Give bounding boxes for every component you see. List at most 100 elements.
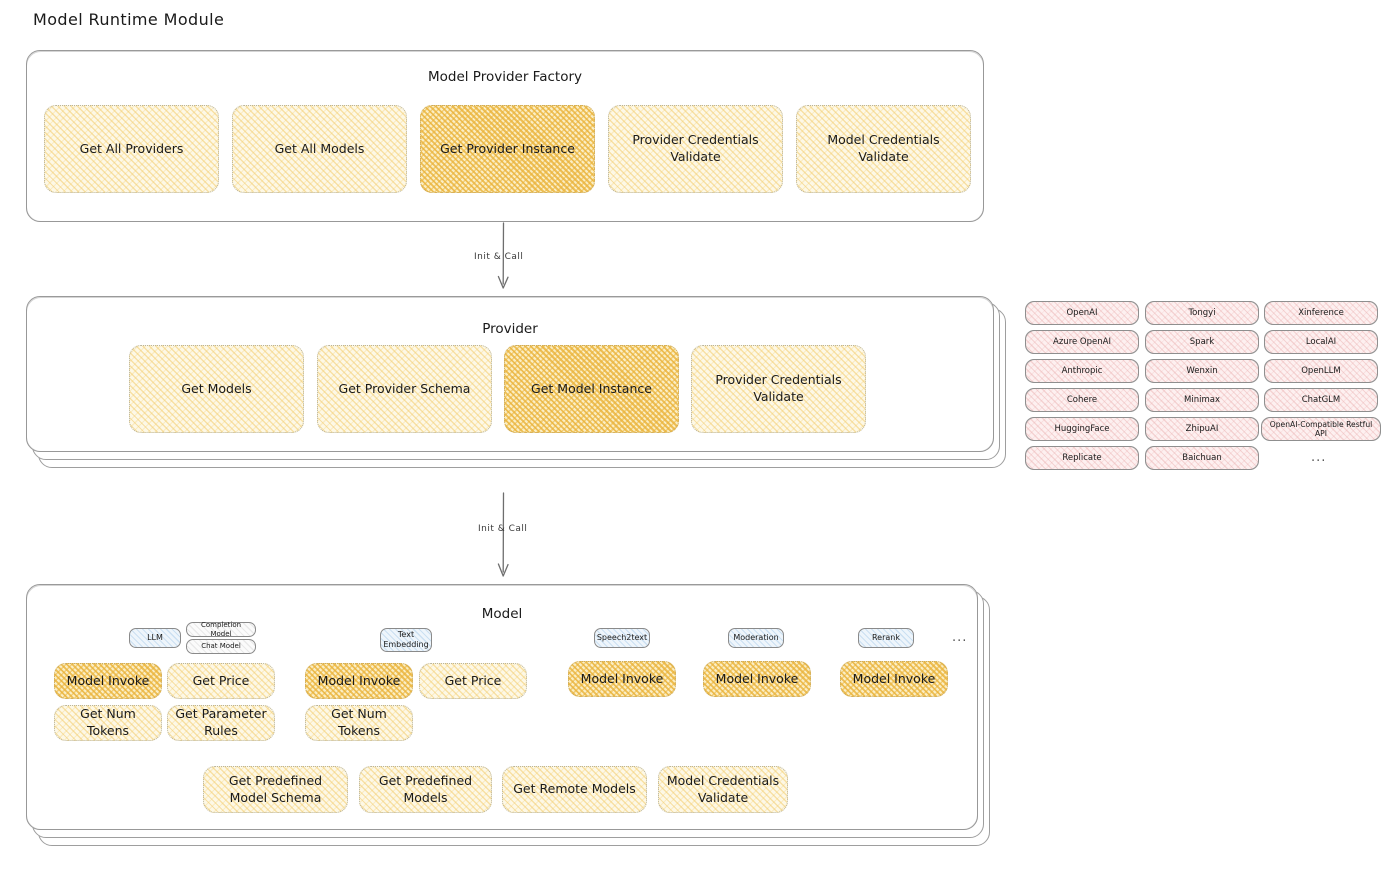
provider-pill-label: Cohere xyxy=(1066,395,1098,405)
provider-pill-label: Minimax xyxy=(1184,395,1220,405)
provider-pill-label: Spark xyxy=(1189,337,1215,347)
provider-pill-azure-openai[interactable]: Azure OpenAI xyxy=(1025,330,1139,354)
factory-method-get-provider-instance[interactable]: Get Provider Instance xyxy=(420,105,595,193)
provider-pill-openllm[interactable]: OpenLLM xyxy=(1264,359,1378,383)
model-common-method-model-credentials-validate[interactable]: Model Credentials Validate xyxy=(658,766,788,813)
model-provider-factory-title: Model Provider Factory xyxy=(427,69,582,85)
model-type-tag-text-embedding[interactable]: Text Embedding xyxy=(380,628,432,652)
arrow-provider-to-model xyxy=(470,492,540,584)
factory-method-get-all-models[interactable]: Get All Models xyxy=(232,105,407,193)
provider-method-label: Provider Credentials Validate xyxy=(715,372,842,404)
speech2text-method-model-invoke[interactable]: Model Invoke xyxy=(568,661,676,697)
speech2text-method-label: Model Invoke xyxy=(580,670,664,686)
provider-method-label: Get Models xyxy=(181,380,252,396)
factory-method-label: Model Credentials Validate xyxy=(827,132,940,164)
model-type-tag-rerank[interactable]: Rerank xyxy=(858,628,914,648)
moderation-method-label: Model Invoke xyxy=(715,670,799,686)
llm-method-get-parameter-rules[interactable]: Get Parameter Rules xyxy=(167,705,275,741)
arrow-provider-to-model-label: Init & Call xyxy=(478,524,528,534)
provider-pill-minimax[interactable]: Minimax xyxy=(1145,388,1259,412)
provider-method-label: Get Provider Schema xyxy=(338,380,471,396)
provider-pill-label: OpenLLM xyxy=(1301,366,1341,376)
provider-pill-openai[interactable]: OpenAI xyxy=(1025,301,1139,325)
provider-pill-label: Anthropic xyxy=(1061,366,1103,376)
provider-pill-label: Wenxin xyxy=(1186,366,1218,376)
text-embedding-method-model-invoke[interactable]: Model Invoke xyxy=(305,663,413,699)
provider-pill-huggingface[interactable]: HuggingFace xyxy=(1025,417,1139,441)
text-embedding-method-get-num-tokens[interactable]: Get Num Tokens xyxy=(305,705,413,741)
provider-method-get-models[interactable]: Get Models xyxy=(129,345,304,433)
model-common-method-get-remote-models[interactable]: Get Remote Models xyxy=(502,766,647,813)
model-type-tag-speech2text[interactable]: Speech2text xyxy=(594,628,650,648)
model-type-label: Moderation xyxy=(733,633,779,643)
provider-pill-label: Xinference xyxy=(1298,308,1344,318)
factory-method-label: Provider Credentials Validate xyxy=(632,132,759,164)
provider-pill-tongyi[interactable]: Tongyi xyxy=(1145,301,1259,325)
provider-pill-label: Azure OpenAI xyxy=(1053,337,1111,347)
provider-pill-label: Baichuan xyxy=(1182,453,1222,463)
llm-method-label: Get Price xyxy=(192,672,250,688)
model-title: Model xyxy=(481,606,523,622)
factory-method-label: Get All Models xyxy=(274,140,365,156)
arrow-factory-to-provider-label: Init & Call xyxy=(474,252,524,262)
llm-method-label: Get Num Tokens xyxy=(80,706,136,738)
model-type-label: LLM xyxy=(147,633,163,643)
provider-pill-label: Replicate xyxy=(1062,453,1102,463)
provider-pill-label: Tongyi xyxy=(1188,308,1216,318)
provider-list-more: ... xyxy=(1311,450,1327,465)
llm-method-get-price[interactable]: Get Price xyxy=(167,663,275,699)
model-type-label: Rerank xyxy=(871,633,900,643)
arrow-factory-to-provider xyxy=(470,222,540,296)
provider-pill-label: OpenAI xyxy=(1066,308,1098,318)
provider-pill-cohere[interactable]: Cohere xyxy=(1025,388,1139,412)
provider-pill-replicate[interactable]: Replicate xyxy=(1025,446,1139,470)
provider-pill-label: LocalAI xyxy=(1305,337,1337,347)
llm-method-label: Get Parameter Rules xyxy=(175,706,267,738)
model-common-method-label: Model Credentials Validate xyxy=(666,772,780,805)
provider-pill-zhipuai[interactable]: ZhipuAI xyxy=(1145,417,1259,441)
factory-method-provider-credentials-validate[interactable]: Provider Credentials Validate xyxy=(608,105,783,193)
model-type-label: Speech2text xyxy=(596,633,648,643)
provider-pill-label: ZhipuAI xyxy=(1185,424,1219,434)
provider-method-label: Get Model Instance xyxy=(531,380,652,396)
moderation-method-model-invoke[interactable]: Model Invoke xyxy=(703,661,811,697)
provider-pill-label: HuggingFace xyxy=(1054,424,1110,434)
model-subtag-label: Chat Model xyxy=(201,642,241,651)
model-subtag-completion-model[interactable]: Completion Model xyxy=(186,621,256,638)
arrow-down-icon xyxy=(497,222,509,289)
text-embedding-method-get-price[interactable]: Get Price xyxy=(419,663,527,699)
model-subtag-chat-model[interactable]: Chat Model xyxy=(186,639,256,654)
model-types-more: ... xyxy=(952,630,968,645)
provider-pill-spark[interactable]: Spark xyxy=(1145,330,1259,354)
provider-pill-xinference[interactable]: Xinference xyxy=(1264,301,1378,325)
llm-method-get-num-tokens[interactable]: Get Num Tokens xyxy=(54,705,162,741)
provider-method-get-provider-schema[interactable]: Get Provider Schema xyxy=(317,345,492,433)
provider-pill-chatglm[interactable]: ChatGLM xyxy=(1264,388,1378,412)
provider-pill-localai[interactable]: LocalAI xyxy=(1264,330,1378,354)
model-type-tag-moderation[interactable]: Moderation xyxy=(728,628,784,648)
provider-method-provider-credentials-validate[interactable]: Provider Credentials Validate xyxy=(691,345,866,433)
text-embedding-method-label: Model Invoke xyxy=(317,672,401,688)
rerank-method-label: Model Invoke xyxy=(852,670,936,686)
model-common-method-label: Get Predefined Models xyxy=(378,772,473,805)
page-title: Model Runtime Module xyxy=(33,10,225,29)
provider-pill-label: OpenAI-Compatible Restful API xyxy=(1269,420,1373,438)
provider-pill-baichuan[interactable]: Baichuan xyxy=(1145,446,1259,470)
model-type-label: Text Embedding xyxy=(383,630,429,649)
model-type-tag-llm[interactable]: LLM xyxy=(129,628,181,648)
factory-method-label: Get All Providers xyxy=(79,140,184,156)
rerank-method-model-invoke[interactable]: Model Invoke xyxy=(840,661,948,697)
model-common-method-get-predefined-model-schema[interactable]: Get Predefined Model Schema xyxy=(203,766,348,813)
model-common-method-label: Get Remote Models xyxy=(513,781,636,797)
factory-method-label: Get Provider Instance xyxy=(440,140,575,156)
model-common-method-label: Get Predefined Model Schema xyxy=(228,772,323,805)
factory-method-model-credentials-validate[interactable]: Model Credentials Validate xyxy=(796,105,971,193)
text-embedding-method-label: Get Price xyxy=(444,672,502,688)
factory-method-get-all-providers[interactable]: Get All Providers xyxy=(44,105,219,193)
model-common-method-get-predefined-models[interactable]: Get Predefined Models xyxy=(359,766,492,813)
provider-pill-openai-compatible-restful-api[interactable]: OpenAI-Compatible Restful API xyxy=(1261,417,1381,441)
provider-pill-anthropic[interactable]: Anthropic xyxy=(1025,359,1139,383)
provider-pill-wenxin[interactable]: Wenxin xyxy=(1145,359,1259,383)
llm-method-model-invoke[interactable]: Model Invoke xyxy=(54,663,162,699)
provider-method-get-model-instance[interactable]: Get Model Instance xyxy=(504,345,679,433)
